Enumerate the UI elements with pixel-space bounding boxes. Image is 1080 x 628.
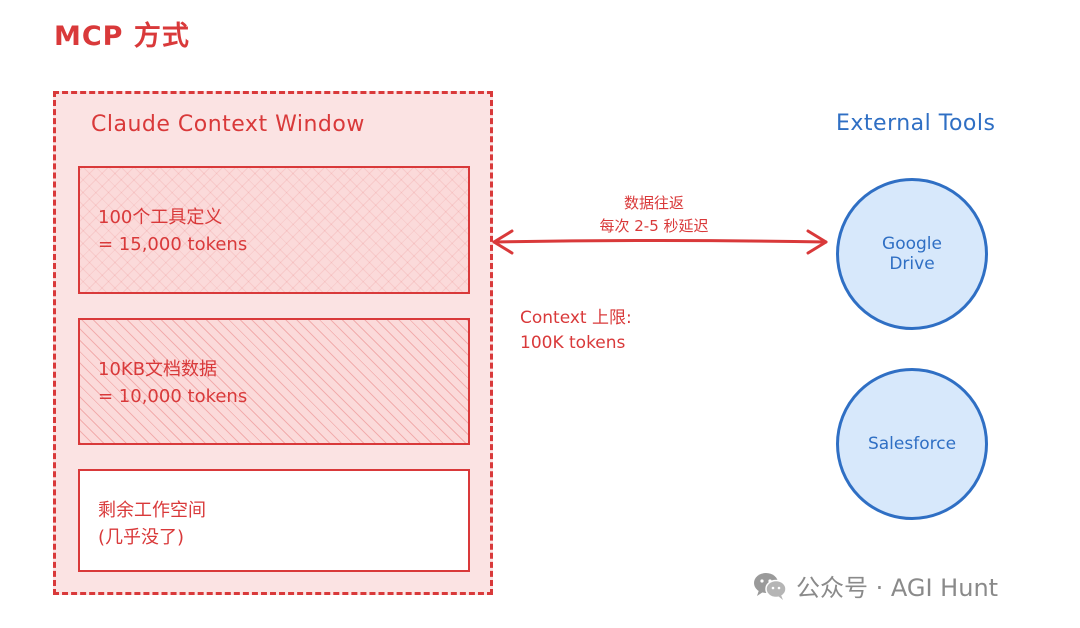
watermark-text: 公众号 · AGI Hunt [796,574,999,602]
wechat-icon [754,572,787,600]
round-trip-annotation: 数据往返 每次 2-5 秒延迟 [584,192,724,238]
document-data-label: 10KB文档数据 [98,359,218,380]
context-limit-value: 100K tokens [520,333,626,353]
context-limit-label: Context 上限: [520,308,632,328]
google-drive-label-line1: Google [882,234,942,254]
round-trip-arrow [492,229,828,255]
context-window-label: Claude Context Window [91,112,365,137]
external-tools-label: External Tools [836,111,996,136]
remaining-workspace-note: (几乎没了) [98,527,185,548]
google-drive-label-line2: Drive [889,254,935,274]
document-data-tokens: = 10,000 tokens [98,386,248,407]
watermark: 公众号 · AGI Hunt [752,568,998,603]
diagram-title: MCP 方式 [54,21,190,52]
document-data-block: 10KB文档数据 = 10,000 tokens [78,318,470,445]
tool-definitions-block: 100个工具定义 = 15,000 tokens [78,166,470,294]
round-trip-latency: 每次 2-5 秒延迟 [599,217,709,235]
remaining-workspace-block: 剩余工作空间 (几乎没了) [78,469,470,572]
salesforce-node: Salesforce [836,368,988,520]
tool-definitions-tokens: = 15,000 tokens [98,234,248,255]
tool-definitions-label: 100个工具定义 [98,207,223,228]
round-trip-title: 数据往返 [623,194,684,212]
context-limit-annotation: Context 上限: 100K tokens [520,306,632,356]
remaining-workspace-label: 剩余工作空间 [98,500,206,521]
salesforce-label: Salesforce [867,434,957,454]
google-drive-node: Google Drive [836,178,988,330]
